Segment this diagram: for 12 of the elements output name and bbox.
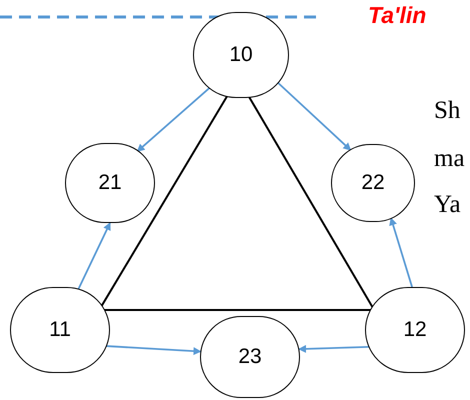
- body-text: Sh: [434, 96, 460, 126]
- body-text: Ya: [434, 190, 461, 220]
- arrow: [106, 345, 202, 356]
- arrow: [277, 82, 352, 151]
- connector-line: [104, 309, 371, 311]
- arrow: [298, 344, 370, 353]
- connector-line: [248, 96, 374, 308]
- connector-line: [100, 96, 228, 307]
- arrow: [389, 217, 413, 288]
- arrow: [136, 86, 210, 152]
- heading-text: Ta'lin: [368, 1, 426, 30]
- body-text: ma: [434, 144, 465, 174]
